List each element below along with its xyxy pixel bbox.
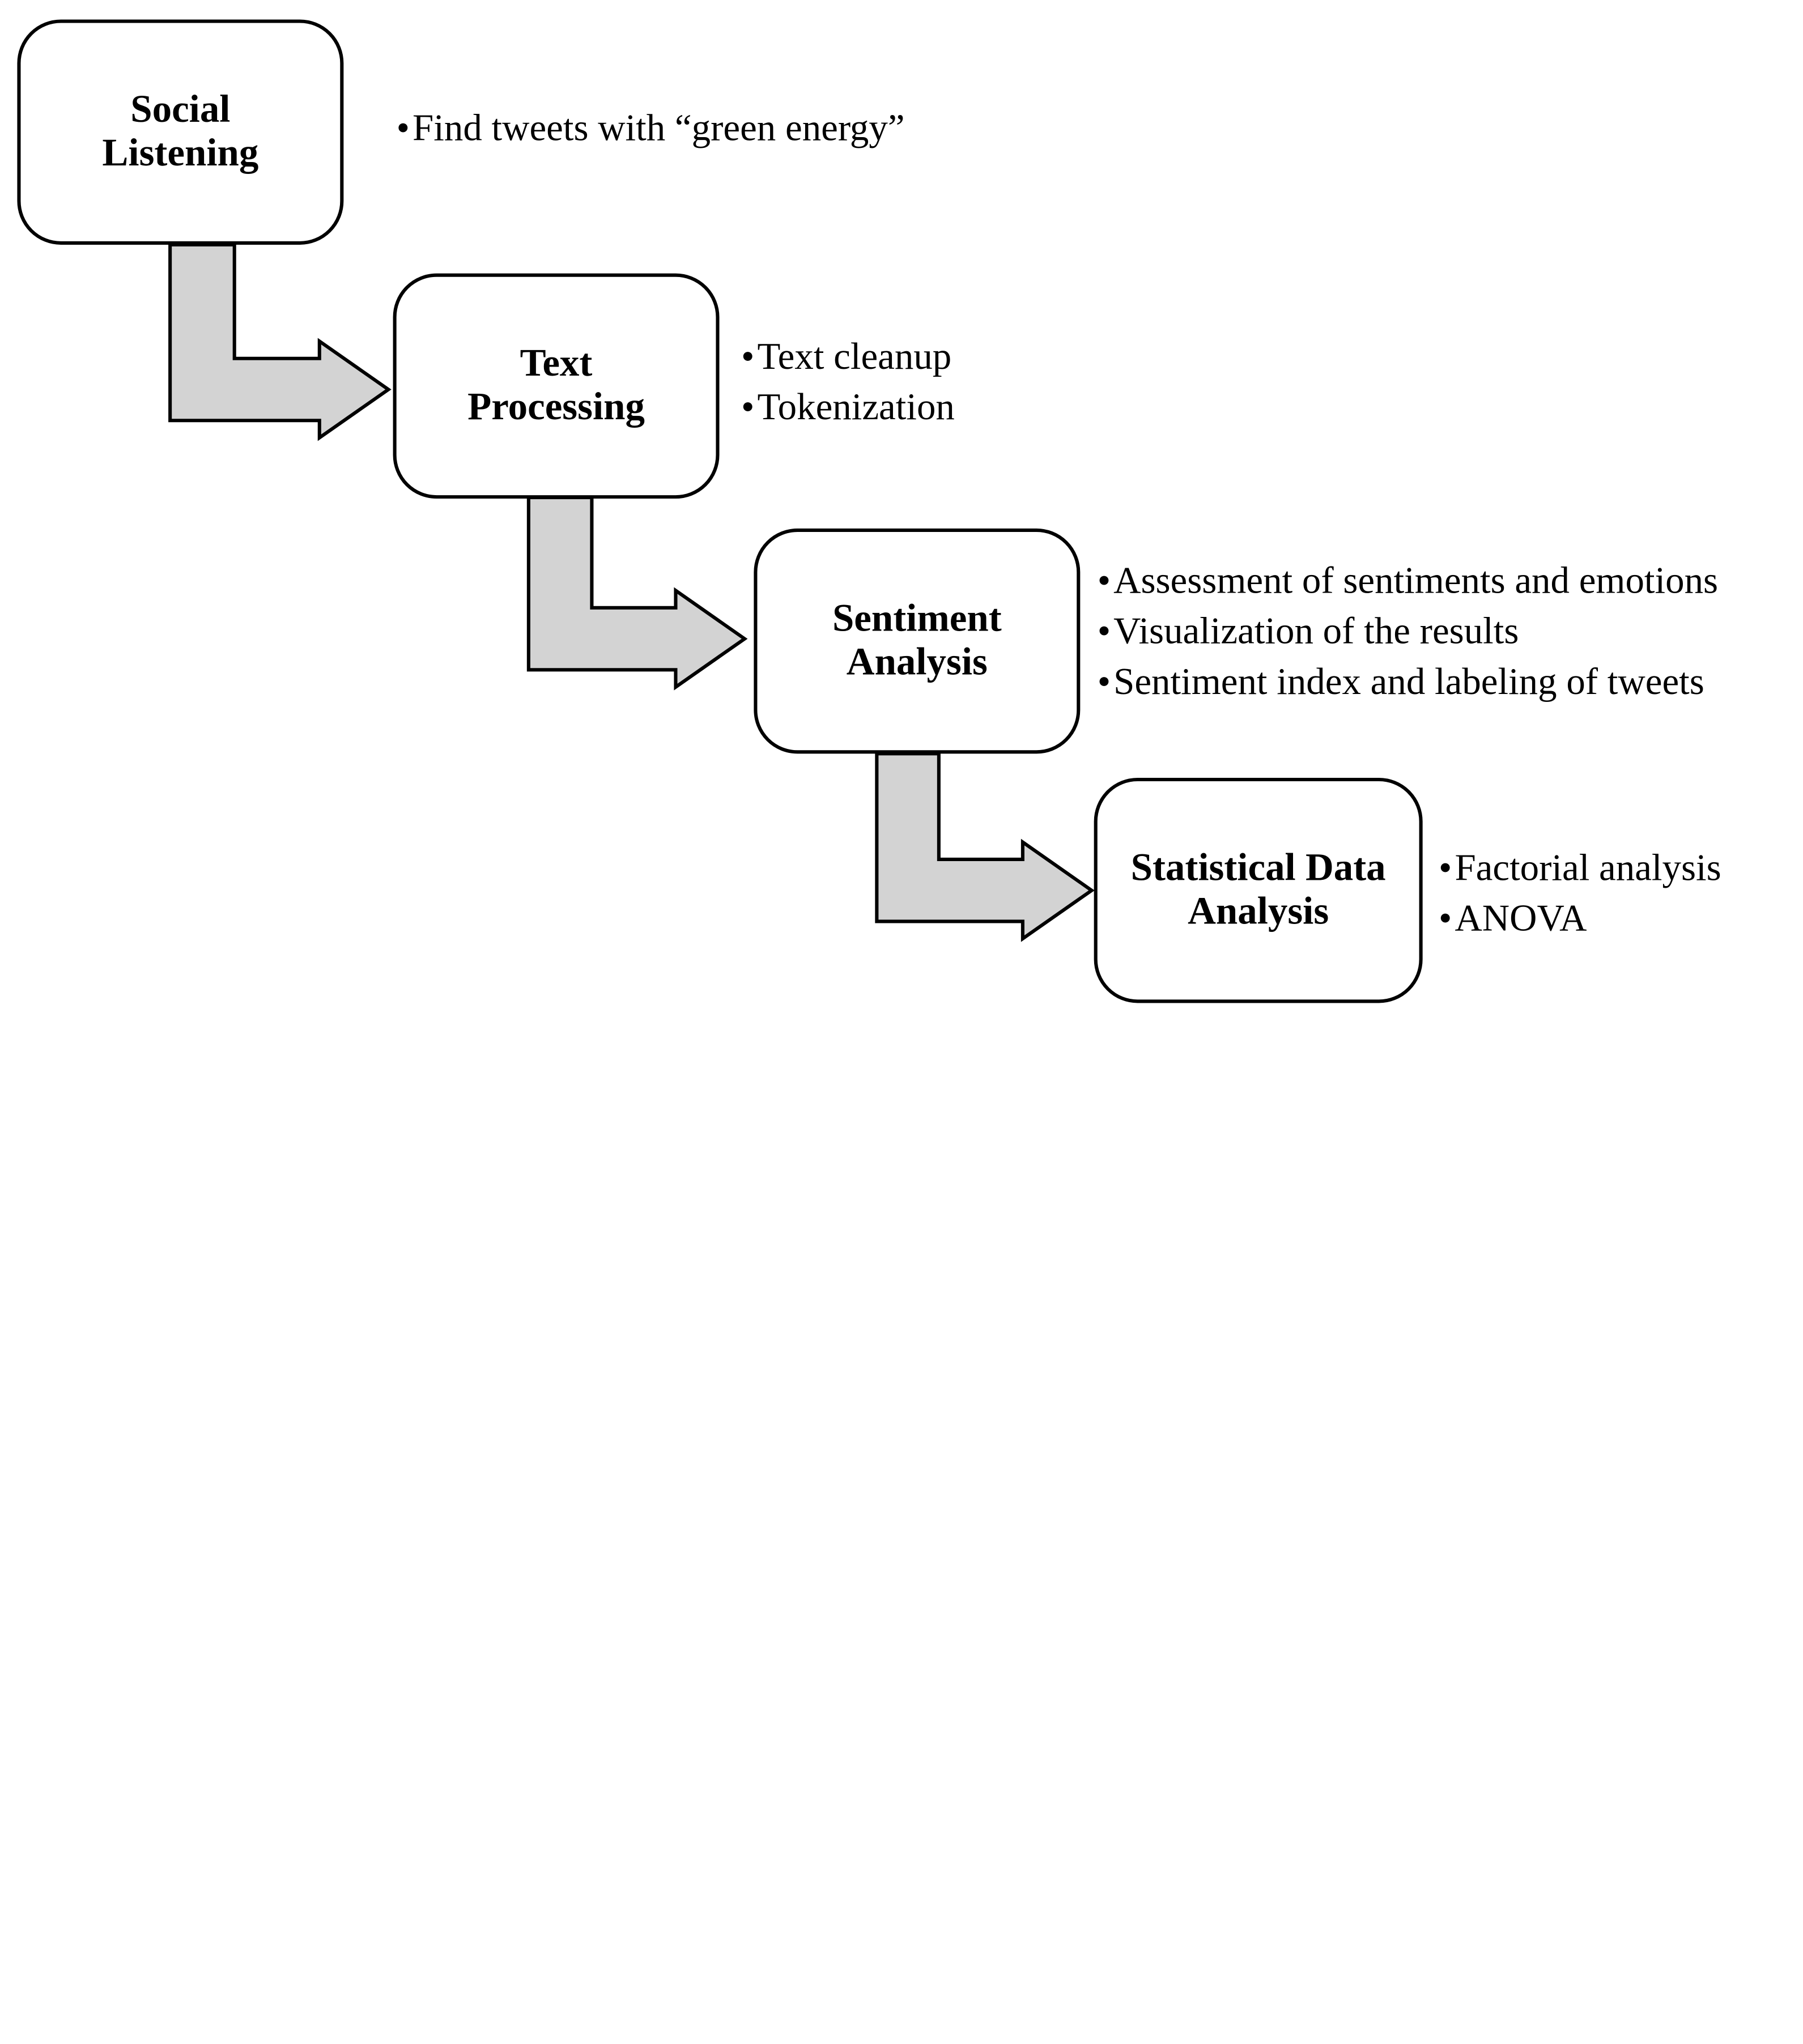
stage-bullet-list: Text cleanup Tokenization (741, 332, 955, 433)
list-item: Sentiment index and labeling of tweets (1098, 657, 1718, 708)
list-item: Visualization of the results (1098, 607, 1718, 657)
stage-title: Statistical Data Analysis (1130, 846, 1386, 933)
list-item: Tokenization (741, 382, 954, 433)
list-item: Text cleanup (741, 332, 955, 382)
list-item: Find tweets with “green energy” (397, 104, 905, 154)
bent-arrow-icon (875, 752, 1095, 942)
stage-bullet-list: Assessment of sentiments and emotions Vi… (1098, 556, 1718, 708)
bent-arrow-icon (168, 242, 392, 441)
stage-title: Social Listening (102, 88, 259, 175)
list-item: ANOVA (1439, 894, 1721, 944)
stage-title: Sentiment Analysis (832, 597, 1002, 684)
connector-arrow-1 (168, 242, 392, 441)
bent-arrow-icon (526, 496, 748, 691)
stage-box-statistical-data-analysis: Statistical Data Analysis (1094, 777, 1423, 1003)
stage-box-social-listening: Social Listening (17, 19, 344, 245)
stage-box-text-processing: Text Processing (393, 273, 720, 499)
connector-arrow-2 (526, 496, 748, 691)
stage-bullet-list: Find tweets with “green energy” (397, 104, 905, 154)
stage-box-sentiment-analysis: Sentiment Analysis (754, 528, 1081, 754)
list-item: Factorial analysis (1439, 844, 1721, 894)
list-item: Assessment of sentiments and emotions (1098, 556, 1718, 607)
stage-bullet-list: Factorial analysis ANOVA (1439, 844, 1721, 944)
connector-arrow-3 (875, 752, 1095, 942)
stage-title: Text Processing (467, 342, 645, 429)
